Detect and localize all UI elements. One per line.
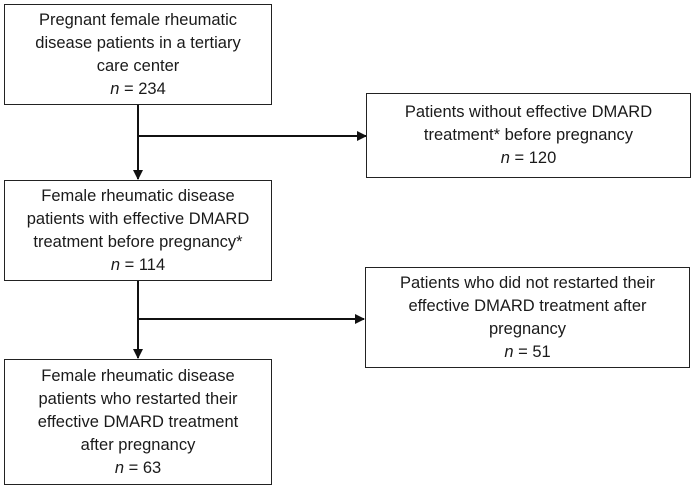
box-with-dmard: Female rheumatic disease patients with e… — [4, 180, 272, 281]
box-count: n = 51 — [504, 342, 551, 361]
box-line: treatment before pregnancy* — [33, 232, 243, 251]
box-line: care center — [96, 56, 180, 75]
box-line: patients who restarted their — [38, 389, 238, 408]
box-line: effective DMARD treatment after — [408, 296, 647, 315]
box-count: n = 63 — [114, 458, 162, 477]
box-line: effective DMARD treatment — [37, 412, 239, 431]
box-count: n = 120 — [500, 149, 557, 167]
box-line: pregnancy — [488, 319, 567, 338]
box-restarted: Female rheumatic disease patients who re… — [4, 359, 272, 485]
box-line: Patients without effective DMARD — [404, 103, 653, 121]
box-line: Female rheumatic disease — [41, 186, 235, 205]
box-line: Female rheumatic disease — [41, 366, 235, 385]
box-line: treatment* before pregnancy — [423, 126, 634, 144]
box-pregnant-patients: Pregnant female rheumatic disease patien… — [4, 4, 272, 105]
box-count: n = 114 — [110, 255, 166, 274]
box-line: patients with effective DMARD — [26, 209, 250, 228]
box-not-restarted: Patients who did not restarted their eff… — [365, 267, 690, 368]
box-count: n = 234 — [110, 79, 166, 98]
box-without-dmard: Patients without effective DMARD treatme… — [366, 93, 691, 178]
box-line: disease patients in a tertiary — [35, 33, 241, 52]
box-line: Pregnant female rheumatic — [38, 10, 238, 29]
box-line: after pregnancy — [80, 435, 196, 454]
box-line: Patients who did not restarted their — [400, 273, 655, 292]
